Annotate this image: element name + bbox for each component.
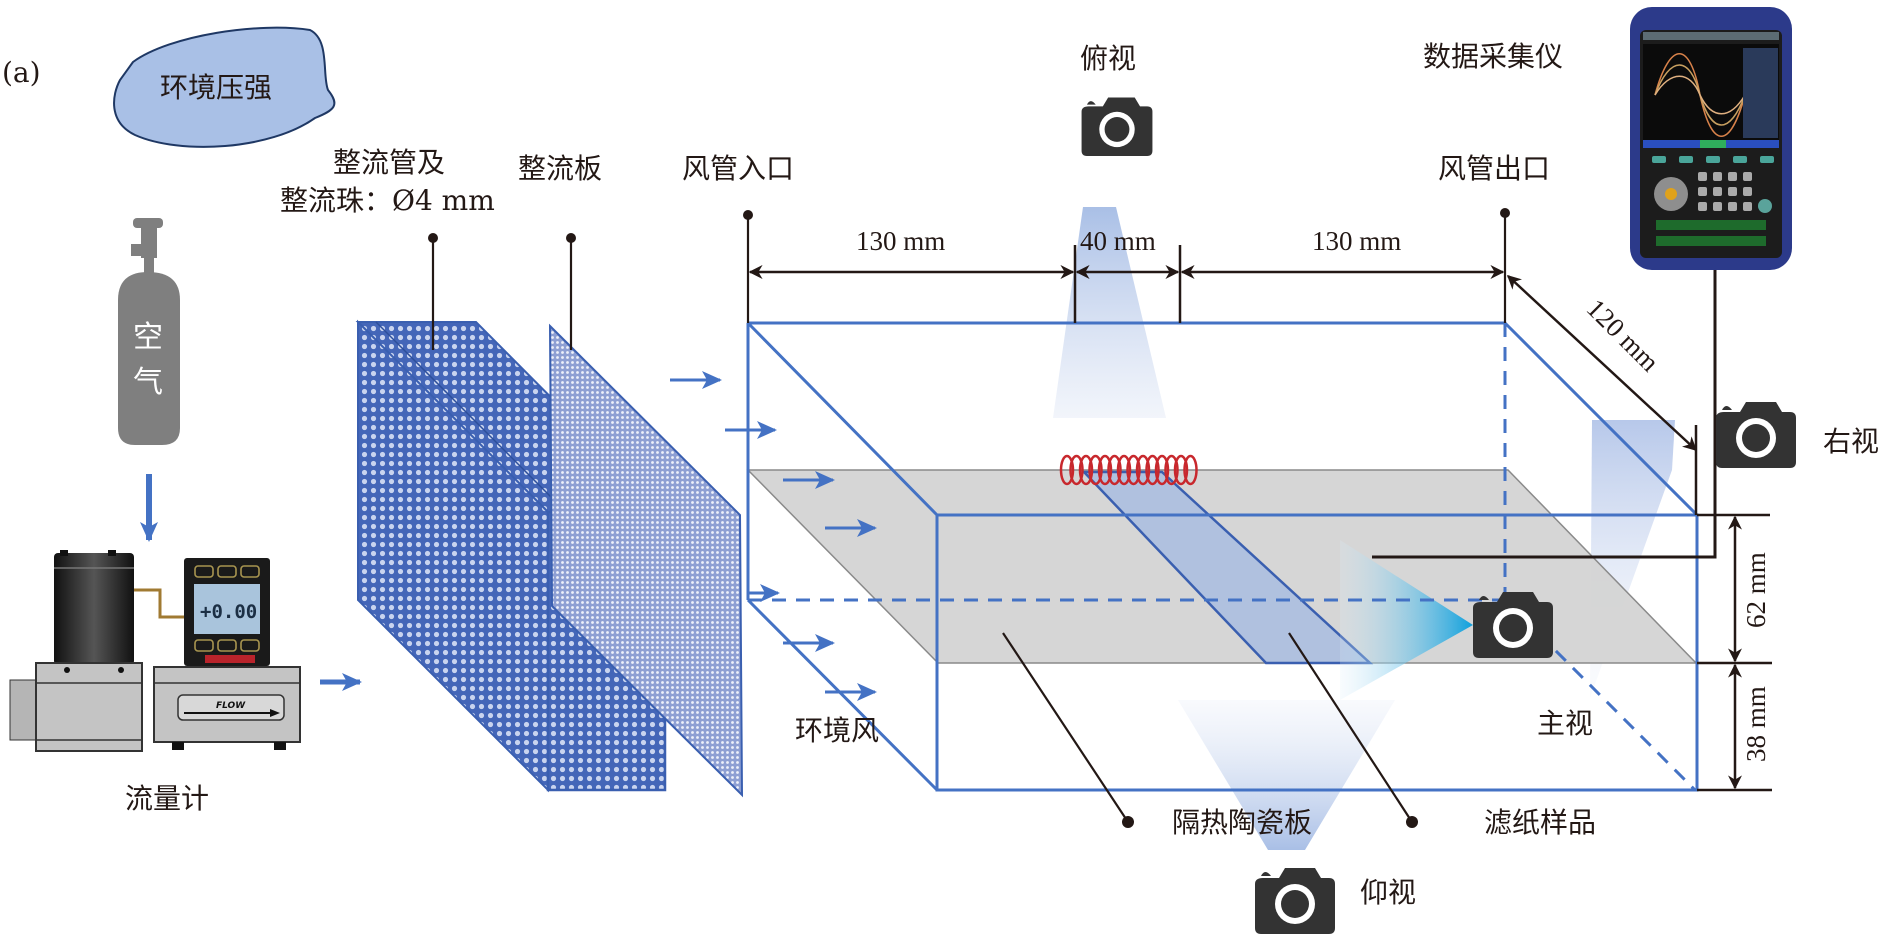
flow-straightener-plate xyxy=(548,323,744,798)
heater-coil-loop xyxy=(1183,454,1198,486)
duct-inlet-label: 风管入口 xyxy=(682,152,794,185)
height-dimensions xyxy=(1697,513,1772,792)
data-logger-cable xyxy=(1372,270,1717,559)
data-logger-label: 数据采集仪 xyxy=(1423,40,1563,73)
dim-lower-height: 38 mm xyxy=(1741,686,1771,762)
ambient-wind-arrows xyxy=(670,371,877,701)
ambient-pressure-blob: 环境压强 xyxy=(113,26,336,148)
filter-sample-label: 滤纸样品 xyxy=(1484,806,1596,839)
front-view-cone xyxy=(1340,540,1473,700)
heater-coil-loop xyxy=(1097,454,1113,486)
heater-coil-loop xyxy=(1164,454,1179,486)
bottom-view-label: 仰视 xyxy=(1360,876,1416,909)
heater-coil-loop xyxy=(1107,454,1122,486)
ambient-pressure-label: 环境压强 xyxy=(160,71,272,104)
heater-coil xyxy=(1059,454,1198,486)
flowmeter-label: 流量计 xyxy=(125,782,209,815)
air-cylinder-icon: 空 气 xyxy=(118,218,180,445)
data-logger-icon xyxy=(1630,7,1792,270)
ambient-wind-label: 环境风 xyxy=(795,714,879,747)
right-view-label: 右视 xyxy=(1823,425,1879,458)
right-view-camera-icon xyxy=(1716,402,1796,468)
heater-coil-loop xyxy=(1173,454,1189,486)
front-view-label: 主视 xyxy=(1537,707,1593,740)
top-view-camera-icon xyxy=(1081,97,1153,156)
dim-sample-width: 40 mm xyxy=(1080,226,1156,256)
heater-coil-loop xyxy=(1126,454,1141,486)
straightener-plate-label: 整流板 xyxy=(518,152,602,185)
bottom-view-cone xyxy=(1178,700,1395,850)
flow-direction-mark: FLOW xyxy=(216,701,246,711)
dim-upper-height: 62 mm xyxy=(1741,552,1771,628)
duct-outlet-label: 风管出口 xyxy=(1438,152,1550,185)
air-cylinder-label-1: 空 xyxy=(133,320,163,355)
leader-ceramic-plate xyxy=(1002,632,1129,823)
flowmeter-icon: +0.00 FLOW xyxy=(9,550,301,752)
leader-filter-sample xyxy=(1288,632,1413,823)
heater-coil-loop xyxy=(1088,454,1103,486)
dim-inlet-to-sample: 130 mm xyxy=(856,226,945,256)
depth-dimension-line xyxy=(1506,275,1698,451)
top-view-cone xyxy=(1053,207,1166,418)
bottom-view-camera-icon xyxy=(1255,868,1335,934)
straightener-tubes-label-1: 整流管及 xyxy=(333,146,445,179)
length-dimensions xyxy=(748,245,1505,323)
heater-coil-loop xyxy=(1116,454,1132,486)
heater-coil-loop xyxy=(1145,454,1160,486)
heater-coil-loop xyxy=(1154,454,1170,486)
straightener-tubes-label-2: 整流珠：Ø4 mm xyxy=(280,184,495,217)
panel-label: (a) xyxy=(2,56,41,89)
dim-duct-depth: 120 mm xyxy=(1581,293,1665,377)
air-cylinder-label-2: 气 xyxy=(133,365,163,400)
heater-coil-loop xyxy=(1069,454,1084,486)
dim-sample-to-outlet: 130 mm xyxy=(1312,226,1401,256)
top-view-label: 俯视 xyxy=(1080,42,1136,75)
flowmeter-display-value: +0.00 xyxy=(200,601,257,623)
heater-coil-loop xyxy=(1078,454,1094,486)
heater-coil-loop xyxy=(1135,454,1151,486)
ceramic-plate-label: 隔热陶瓷板 xyxy=(1172,806,1312,839)
heater-coil-loop xyxy=(1059,454,1075,486)
